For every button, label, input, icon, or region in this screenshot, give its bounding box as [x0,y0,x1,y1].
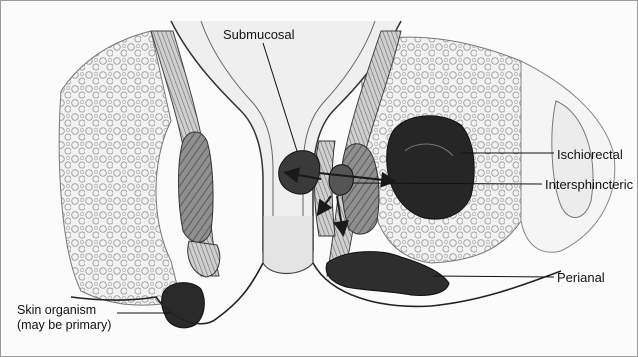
label-may-be-primary: (may be primary) [17,318,111,332]
label-intersphincteric: Intersphincteric [545,177,633,192]
label-skin-organism: Skin organism [17,303,96,317]
anal-canal [263,216,313,274]
fat-tissue-left [59,31,181,305]
left-sphincter [179,132,214,242]
label-submucosal: Submucosal [223,27,295,42]
left-external-sphincter [188,241,220,277]
label-ischiorectal: Ischiorectal [557,147,623,162]
intersphincteric-abscess [329,165,353,196]
skin-organism-abscess [162,283,205,328]
leader-perianal [433,276,554,277]
label-perianal: Perianal [557,270,605,285]
